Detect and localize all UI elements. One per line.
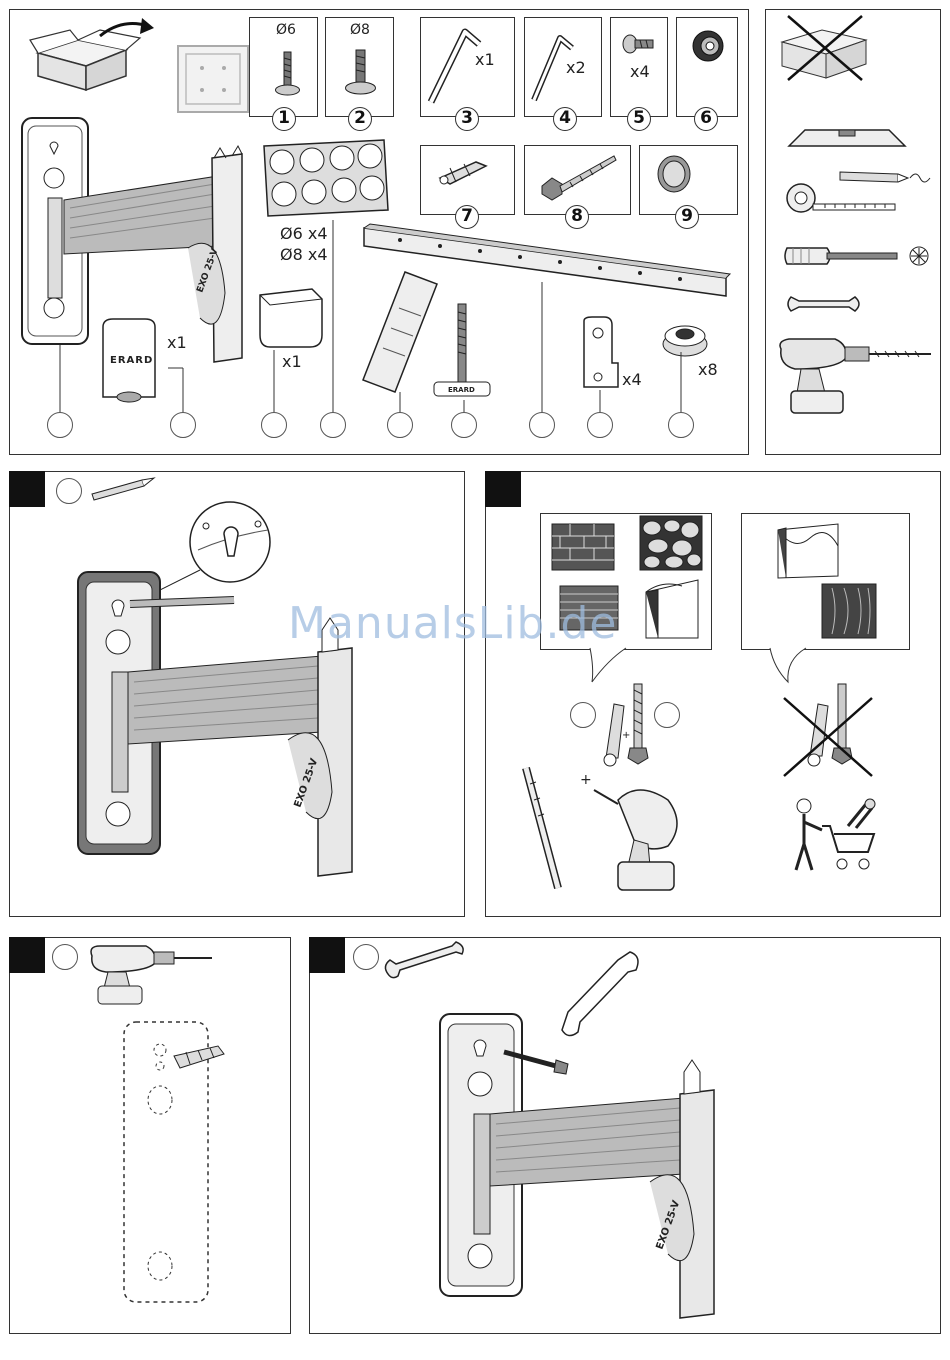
callout-circle <box>170 412 196 438</box>
step-circle <box>353 944 379 970</box>
tape-measure-icon <box>785 180 901 220</box>
plate-outline-icon <box>120 1018 220 1308</box>
drill-icon <box>86 942 216 1008</box>
brick-wall-icon <box>550 518 620 574</box>
bubble-pointer-left <box>590 648 630 684</box>
screwdriver-icon <box>783 242 933 270</box>
wall-arm-assembly-icon: EXO 25-V <box>438 950 728 1320</box>
concrete-wall-icon <box>638 578 706 640</box>
svg-text:+: + <box>622 730 630 741</box>
callout-circle <box>320 412 346 438</box>
callout-circle <box>387 412 413 438</box>
part-callout-8 <box>654 702 680 728</box>
crossed-plug-bolt-icon <box>778 680 878 780</box>
bubble-pointer-right <box>770 648 810 684</box>
watermark: ManualsLib.de <box>288 598 617 649</box>
callout-circle <box>587 412 613 438</box>
wrench-icon <box>785 293 869 315</box>
spirit-level-icon <box>785 122 909 152</box>
stone-wall-icon <box>638 514 706 574</box>
shopping-person-icon <box>790 796 886 876</box>
drill-bit-icon <box>518 764 564 894</box>
step-tab <box>9 471 45 507</box>
leader-lines <box>0 0 750 450</box>
svg-text:+: + <box>580 772 592 788</box>
wood-panel-icon <box>818 580 882 640</box>
crossed-box-icon <box>776 14 876 84</box>
callout-circle <box>47 412 73 438</box>
part-callout-7 <box>570 702 596 728</box>
plug-and-bolt-icon: + <box>594 680 656 768</box>
step-circle <box>56 478 82 504</box>
step-tab <box>9 937 45 973</box>
callout-circle <box>668 412 694 438</box>
callout-circle <box>261 412 287 438</box>
step-tab <box>309 937 345 973</box>
step-tab <box>485 471 521 507</box>
callout-circle <box>451 412 477 438</box>
drywall-icon <box>774 522 844 580</box>
drill-icon: + <box>578 770 688 894</box>
drill-icon <box>775 335 935 419</box>
callout-circle <box>529 412 555 438</box>
step-circle <box>52 944 78 970</box>
